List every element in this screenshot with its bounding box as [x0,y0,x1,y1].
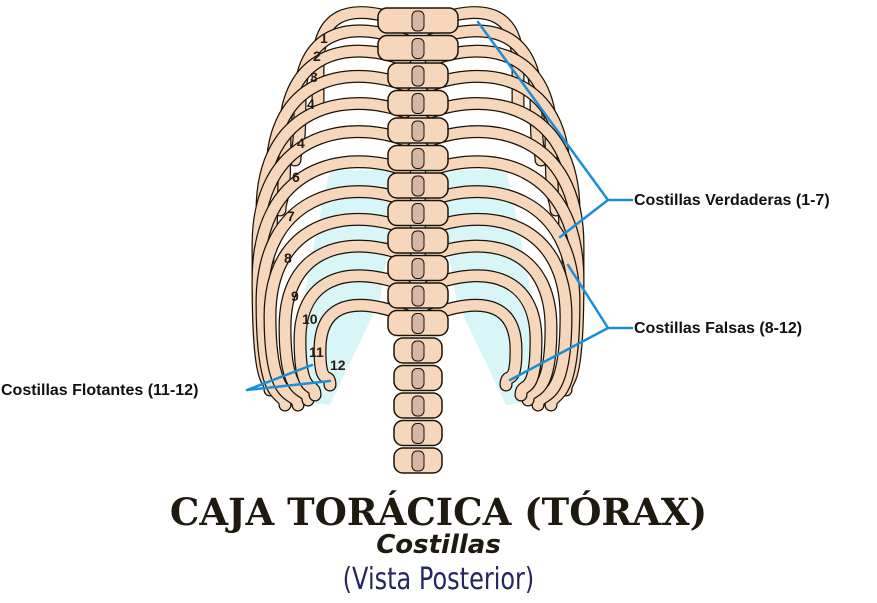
spinous-process-6 [411,148,425,169]
diagram-title: CAJA TORÁCICA (TÓRAX) [169,490,708,534]
spinous-process-14 [411,368,425,389]
rib-number-12: 12 [330,357,346,373]
rib-number-1: 1 [320,30,328,46]
rib-number-6: 6 [292,169,300,185]
spinous-process-5 [411,120,425,142]
spinous-process-11 [411,285,425,307]
label-costillas-verdaderas: Costillas Verdaderas (1-7) [634,192,830,209]
flotantes-leader-11 [245,363,314,392]
rib-10-left [279,240,411,406]
rib-12-right [425,300,522,391]
rib-number-3: 3 [310,69,318,85]
rib-11-right [425,270,542,401]
diagram-view-caption: (Vista Posterior) [342,562,535,597]
rib-10-right [425,240,557,406]
spinous-process-3 [411,65,425,87]
rib-number-8: 8 [284,250,292,266]
diagram-subtitle: Costillas [376,530,501,560]
flotantes-leader-12 [245,379,332,392]
rib-8-left [256,186,411,411]
spinous-process-7 [411,175,425,197]
rib-9-right [425,214,572,411]
spinous-process-9 [411,230,425,252]
label-costillas-flotantes: Costillas Flotantes (11-12) [1,382,199,399]
spinous-process-13 [411,340,425,362]
spinous-process-15 [411,395,425,417]
rib-number-10: 10 [302,311,318,327]
rib-8-right [425,186,580,411]
rib-number-11: 11 [309,344,324,360]
rib-number-9: 9 [291,288,299,304]
rib-number-5: 4 [297,135,305,151]
rib-number-7: 7 [287,208,295,224]
spinous-process-17 [411,450,425,472]
spinous-process-4 [411,93,425,114]
rib-number-4: 4 [307,96,315,112]
spinous-process-12 [411,313,425,334]
spinous-process-2 [411,38,425,59]
spinous-process-1 [411,10,425,32]
rib-9-left [264,214,411,411]
spinous-process-10 [411,258,425,279]
verdaderas-leader-top [476,20,610,202]
label-costillas-falsas: Costillas Falsas (8-12) [634,320,803,337]
falsas-leader-bottom [508,326,610,382]
spinous-process-8 [411,203,425,224]
rib-11-left [294,270,411,401]
rib-number-2: 2 [313,48,321,64]
spinous-process-16 [411,423,425,444]
falsas-leader-top [566,263,610,330]
rib-12-left [314,300,411,391]
verdaderas-leader-bottom [558,198,610,239]
